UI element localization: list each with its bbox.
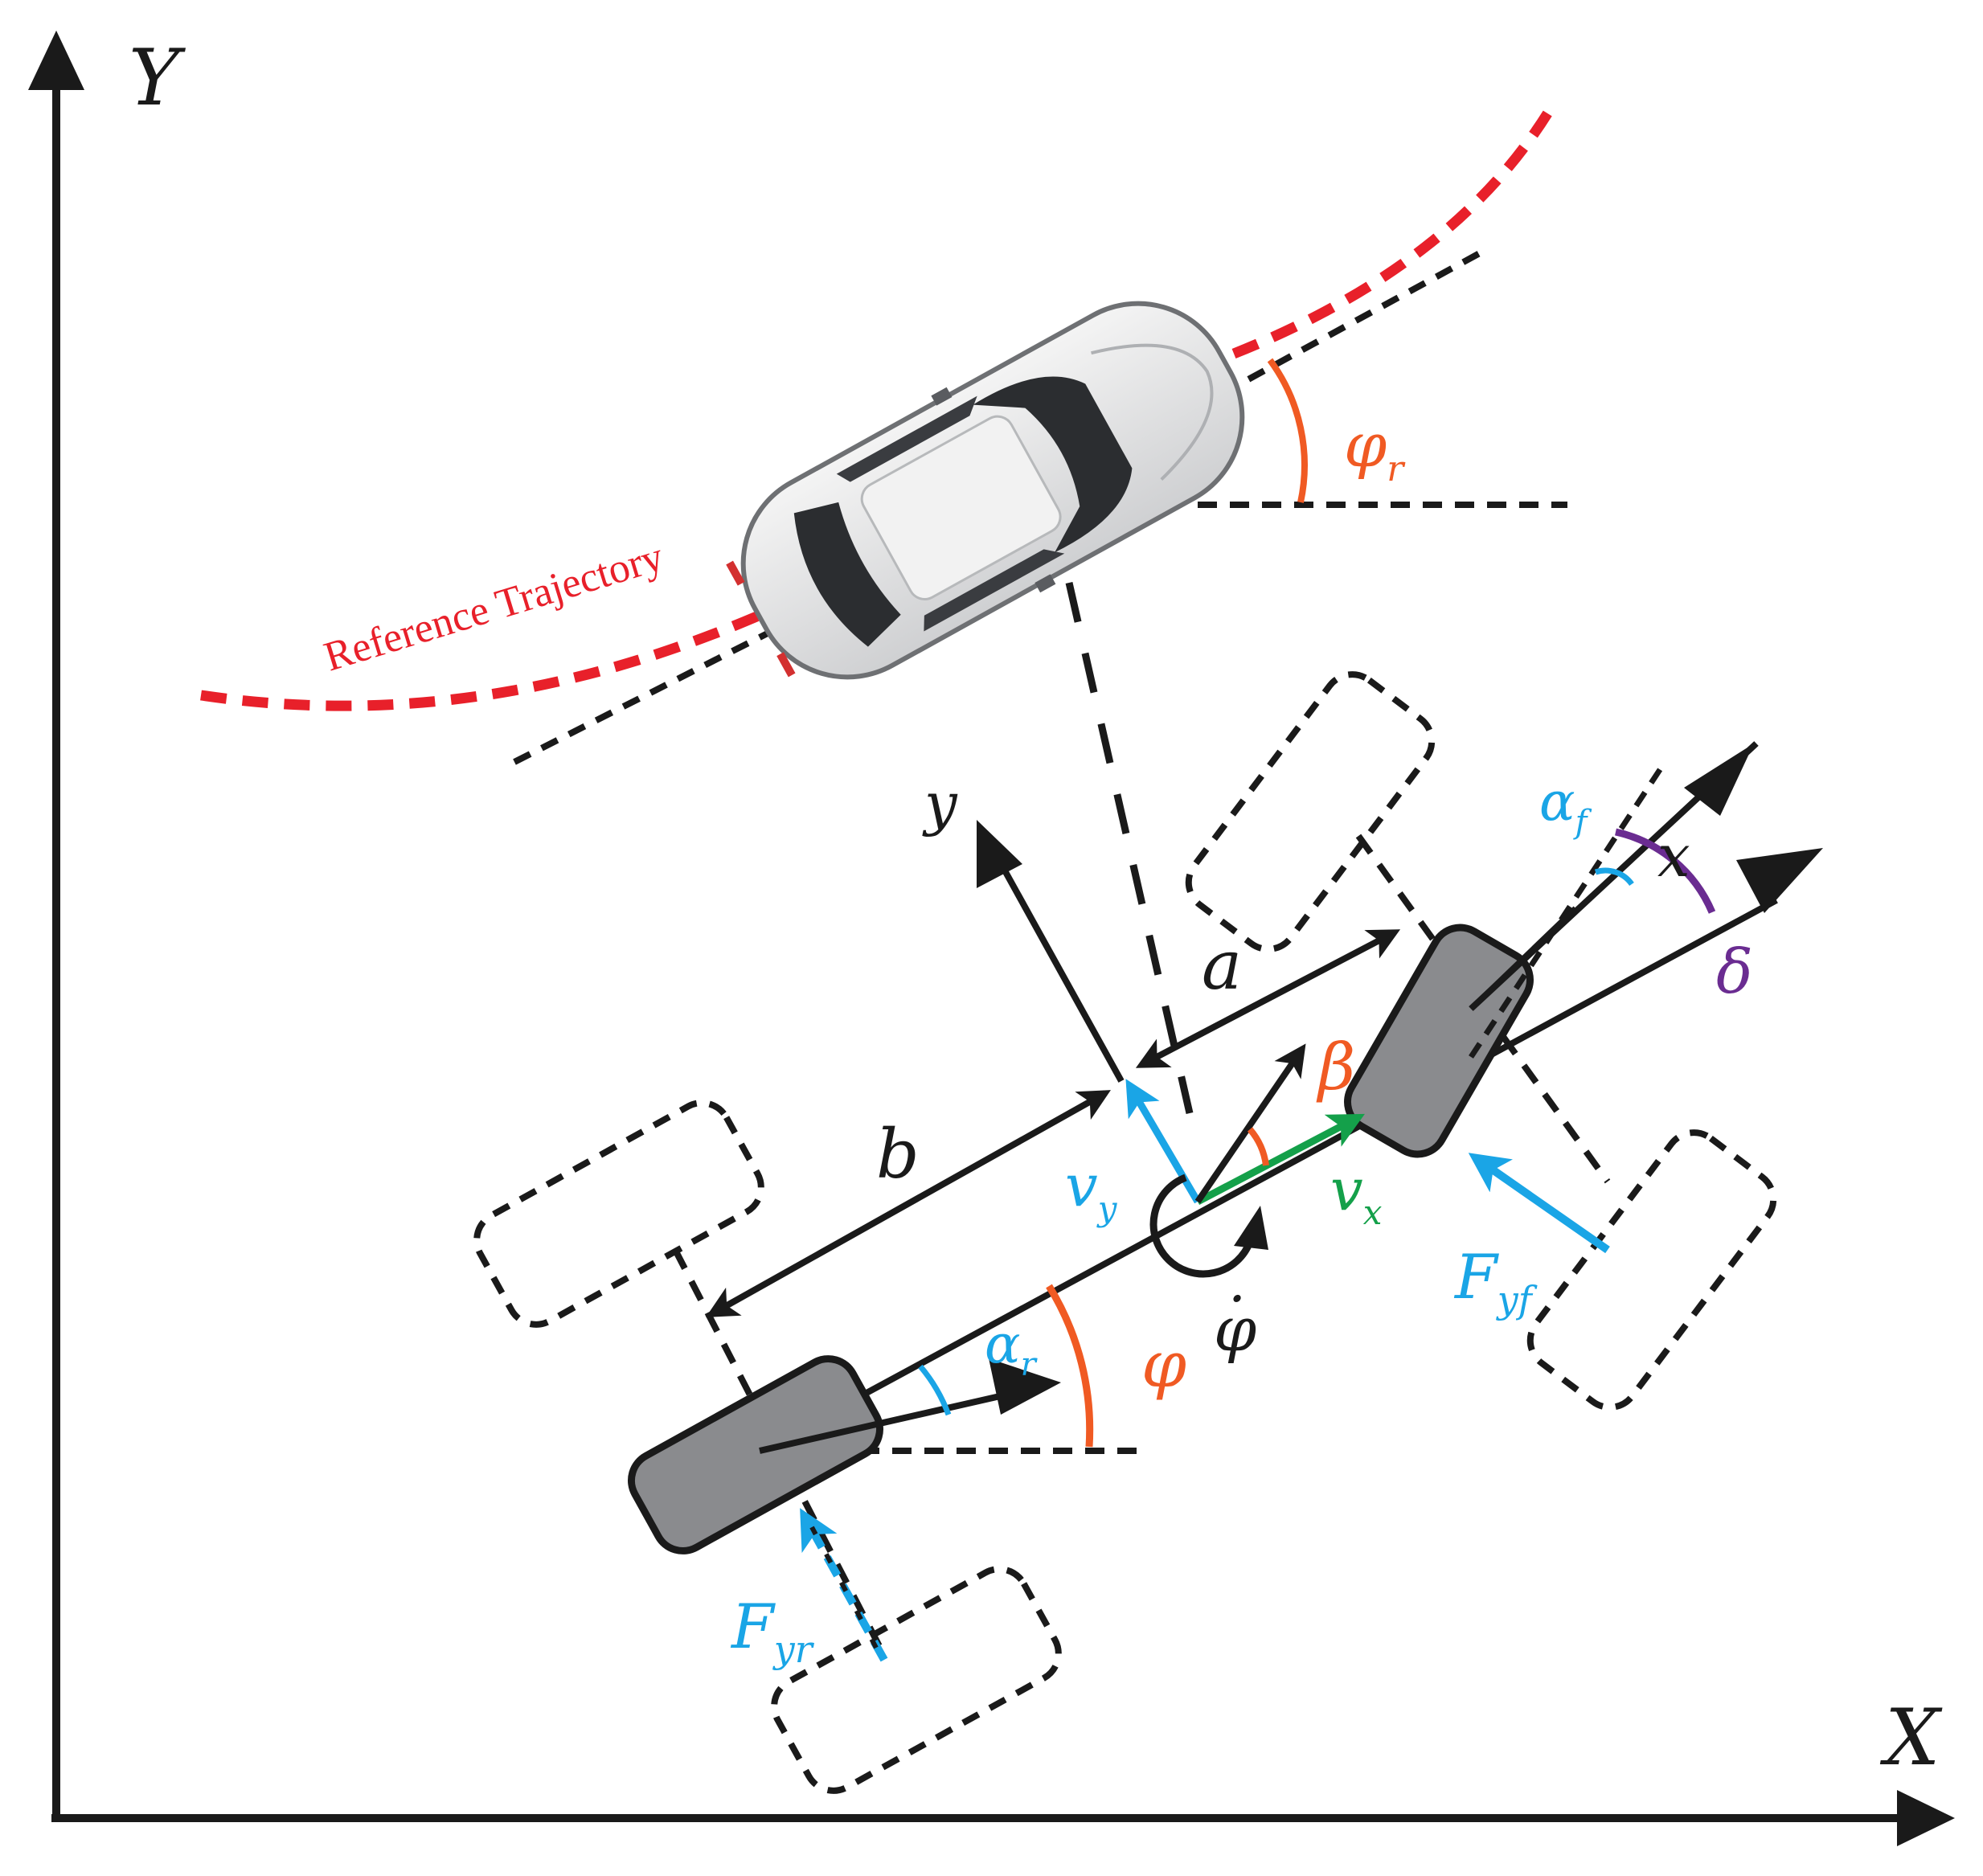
car-topview-icon xyxy=(726,301,1245,680)
dimension-b-line xyxy=(706,1090,1111,1317)
ghost-front-left-wheel xyxy=(1185,671,1436,952)
phi-label: φ xyxy=(1141,1327,1186,1402)
front-wheel-assembly: x δ αf xyxy=(1344,741,1759,1158)
vy-label: vy xyxy=(1065,1152,1118,1228)
phi-r-arc xyxy=(1267,358,1308,503)
rear-wheel xyxy=(628,1355,883,1554)
ghost-rear-left-wheel xyxy=(473,1100,764,1328)
fyr-label: Fyr xyxy=(730,1591,815,1671)
rear-wheel-assembly: αr φ xyxy=(628,1284,1186,1554)
fyf-label: Fyf xyxy=(1453,1241,1538,1321)
delta-arc xyxy=(1615,828,1716,914)
body-centerline xyxy=(758,897,1778,1454)
alpha-f-label: αf xyxy=(1539,771,1592,841)
reference-trajectory-label: Reference Trajectory xyxy=(319,534,669,680)
dimension-b-label: b xyxy=(876,1115,920,1194)
fyf-arrow xyxy=(1468,1153,1610,1254)
dimension-a-label: a xyxy=(1202,926,1242,1005)
body-y-label: y xyxy=(922,770,958,838)
body-centerline-arrowhead xyxy=(1736,848,1823,913)
yaw-rate-indicator: · φ xyxy=(1149,1174,1268,1365)
vx-label: vx xyxy=(1330,1156,1383,1232)
body-y-axis-arrowhead xyxy=(977,820,1022,888)
x-axis-arrowhead xyxy=(1897,1790,1955,1846)
phi-dot-label: φ xyxy=(1214,1293,1256,1365)
tire-forces: Fyf Fyr xyxy=(730,1153,1610,1671)
ghost-front-right-wheel xyxy=(1526,1129,1777,1411)
x-axis-label: X xyxy=(1879,1693,1943,1783)
beta-arc xyxy=(1247,1127,1269,1166)
alpha-r-label: αr xyxy=(985,1313,1039,1383)
vy-arrow xyxy=(1125,1079,1201,1204)
delta-label: δ xyxy=(1716,936,1753,1007)
phi-r-label: φr xyxy=(1344,409,1406,489)
vx-arrow xyxy=(1195,1113,1365,1205)
rear-wheel-velocity-arrowhead xyxy=(989,1358,1061,1415)
tangent-dashed-line xyxy=(513,612,805,765)
car-to-model-dashed-line xyxy=(1065,582,1194,1114)
reference-heading-lines: φr xyxy=(513,246,1567,765)
global-axes: Y X xyxy=(28,31,1955,1846)
vehicle-body-axis xyxy=(758,848,1823,1454)
front-wheel-heading-arrowhead xyxy=(1684,743,1754,816)
dimension-a-line xyxy=(1135,929,1401,1068)
body-y-axis-line xyxy=(994,854,1125,1083)
yaw-rate-arrowhead xyxy=(1234,1206,1268,1250)
front-wheel-plane-dashed xyxy=(1469,762,1666,1059)
front-wheel-velocity-line xyxy=(1469,906,1578,1011)
dimension-arrows: a b xyxy=(706,926,1401,1317)
phi-dot-mark: · xyxy=(1228,1266,1246,1332)
fyr-arrow-black-overlay xyxy=(809,1526,879,1649)
alpha-f-arc xyxy=(1594,867,1634,887)
reference-trajectory-curve-ahead xyxy=(1231,97,1560,359)
y-axis-arrowhead xyxy=(28,31,84,90)
ghost-rear-right-wheel xyxy=(771,1566,1062,1794)
body-y-axis: y xyxy=(922,770,1125,1083)
cg-velocity-vectors: β vx vy xyxy=(1065,1030,1383,1232)
yaw-rate-arc xyxy=(1149,1174,1254,1278)
rear-wheel-velocity-line xyxy=(759,1387,1026,1454)
alpha-r-arc xyxy=(918,1364,952,1416)
velocity-resultant-arrow xyxy=(1194,1043,1306,1204)
y-axis-label: Y xyxy=(129,33,186,123)
beta-label: β xyxy=(1316,1030,1355,1104)
tangent-dashed-line-ahead xyxy=(1220,246,1489,397)
body-x-label: x xyxy=(1657,822,1690,890)
phi-arc xyxy=(1046,1284,1094,1448)
reference-trajectory-curve xyxy=(200,598,790,711)
